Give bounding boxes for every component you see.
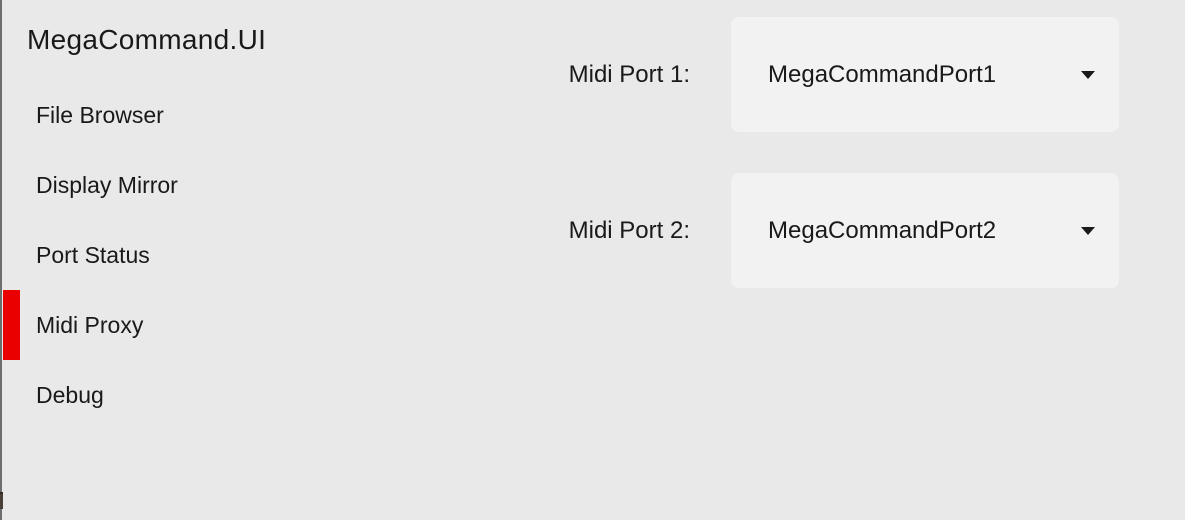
combobox-selected-value: MegaCommandPort1: [768, 60, 997, 88]
sidebar-item-label: Port Status: [36, 241, 150, 268]
sidebar-item-midi-proxy[interactable]: Midi Proxy: [0, 290, 430, 360]
midi-port-2-combobox[interactable]: MegaCommandPort2: [731, 173, 1119, 288]
left-edge-artifact: [0, 492, 3, 509]
sidebar-item-label: Display Mirror: [36, 171, 178, 198]
sidebar-item-label: File Browser: [36, 101, 164, 128]
sidebar-item-label: Midi Proxy: [36, 311, 144, 338]
nav-selection-indicator: [3, 290, 20, 360]
midi-port-1-combobox[interactable]: MegaCommandPort1: [731, 17, 1119, 132]
sidebar-item-display-mirror[interactable]: Display Mirror: [0, 150, 430, 220]
sidebar-item-port-status[interactable]: Port Status: [0, 220, 430, 290]
sidebar-nav: File Browser Display Mirror Port Status …: [0, 80, 430, 430]
midi-port-1-label: Midi Port 1:: [568, 60, 690, 88]
midi-port-2-label: Midi Port 2:: [568, 216, 690, 244]
sidebar-item-label: Debug: [36, 381, 104, 408]
window-left-edge: [0, 0, 2, 520]
midi-port-1-row: Midi Port 1: MegaCommandPort1: [540, 17, 1119, 132]
sidebar-item-file-browser[interactable]: File Browser: [0, 80, 430, 150]
app-title: MegaCommand.UI: [27, 24, 267, 55]
midi-port-2-row: Midi Port 2: MegaCommandPort2: [540, 173, 1119, 288]
sidebar-item-debug[interactable]: Debug: [0, 360, 430, 430]
dropdown-caret-icon: [1079, 70, 1097, 80]
dropdown-caret-icon: [1079, 226, 1097, 236]
combobox-selected-value: MegaCommandPort2: [768, 216, 997, 244]
